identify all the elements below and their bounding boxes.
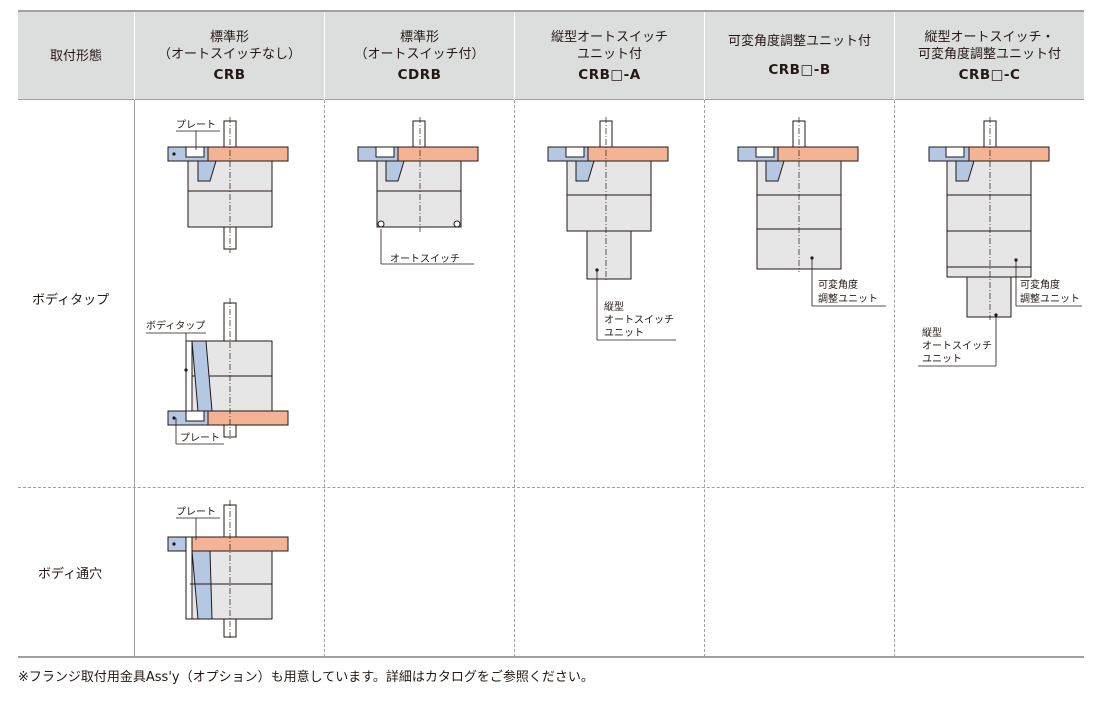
diagram-crb-c: 可変角度 調整ユニット 縦型 オートスイッチ ユニット [918,117,1082,367]
column-divider [134,100,135,657]
header-col-crb-c: 縦型オートスイッチ・ 可変角度調整ユニット付 CRB□-C [895,12,1084,100]
header-line2: ユニット付 [576,46,642,62]
diagram-crb-body-tap-lower: ボディタップ プレート [146,298,289,445]
callout-auto-switch: オートスイッチ [922,340,992,352]
callout-auto-switch: オートスイッチ [390,253,460,265]
callout-plate: プレート [176,506,216,518]
header-code: CRB□-A [578,66,641,83]
column-divider [704,100,705,657]
diagram-crb-b: 可変角度 調整ユニット [737,117,886,307]
header-col-crb-a: 縦型オートスイッチ ユニット付 CRB□-A [515,12,704,100]
diagram-cdrb: オートスイッチ [357,117,479,265]
header-col-cdrb: 標準形 （オートスイッチ付） CDRB [325,12,514,100]
header-line2: （オートスイッチなし） [157,46,301,62]
callout-auto-switch: オートスイッチ [604,314,674,326]
callout-body-tap: ボディタップ [146,319,205,332]
header-code: CRB□-B [768,62,831,78]
header-mount-type: 取付形態 [18,12,134,100]
header-line2: （オートスイッチ付） [354,46,485,62]
header-divider [514,12,515,100]
callout-angle-2: 調整ユニット [1020,292,1080,305]
callout-vertical: 縦型 [604,300,624,313]
header-divider [704,12,705,100]
header-line1: 縦型オートスイッチ [550,29,668,45]
header-line1: 標準形 [399,29,439,45]
diagram-crb-through-hole: プレート [167,500,289,640]
header-divider [134,12,135,100]
callout-angle-1: 可変角度 [818,278,858,291]
callout-unit: ユニット [604,328,644,339]
row-label-body-through-hole: ボディ通穴 [38,567,103,582]
table-bottom-rule [18,656,1084,658]
mounting-table: 取付形態 標準形 （オートスイッチなし） CRB 標準形 （オートスイッチ付） … [18,10,1084,658]
header-mount-type-label: 取付形態 [49,48,102,64]
header-code: CRB□-C [958,66,1021,83]
header-line2: 可変角度調整ユニット付 [917,46,1061,62]
callout-angle-2: 調整ユニット [818,292,878,305]
footnote: ※フランジ取付用金具Ass'y（オプション）も用意しています。詳細はカタログをご… [18,670,594,685]
diagram-crb-a: 縦型 オートスイッチ ユニット [547,117,676,341]
diagram-crb-body-tap-upper: プレート [167,117,289,253]
callout-plate: プレート [176,119,216,131]
callout-unit: ユニット [922,354,962,365]
header-col-crb: 標準形 （オートスイッチなし） CRB [135,12,324,100]
header-line1: 縦型オートスイッチ・ [924,29,1055,45]
callout-vertical: 縦型 [922,326,942,339]
row-divider [18,487,1084,488]
header-code: CRB [213,66,246,83]
header-col-crb-b: 可変角度調整ユニット付 CRB□-B [705,12,894,100]
header-divider [894,12,895,100]
header-code: CDRB [397,66,442,83]
callout-angle-1: 可変角度 [1020,278,1060,291]
column-divider [324,100,325,657]
callout-plate: プレート [180,432,220,444]
column-divider [894,100,895,657]
header-line1: 可変角度調整ユニット付 [727,34,871,49]
table-header: 取付形態 標準形 （オートスイッチなし） CRB 標準形 （オートスイッチ付） … [18,10,1084,100]
column-divider [514,100,515,657]
header-divider [324,12,325,100]
row-label-body-tap: ボディタップ [32,293,110,308]
header-line1: 標準形 [209,29,249,45]
